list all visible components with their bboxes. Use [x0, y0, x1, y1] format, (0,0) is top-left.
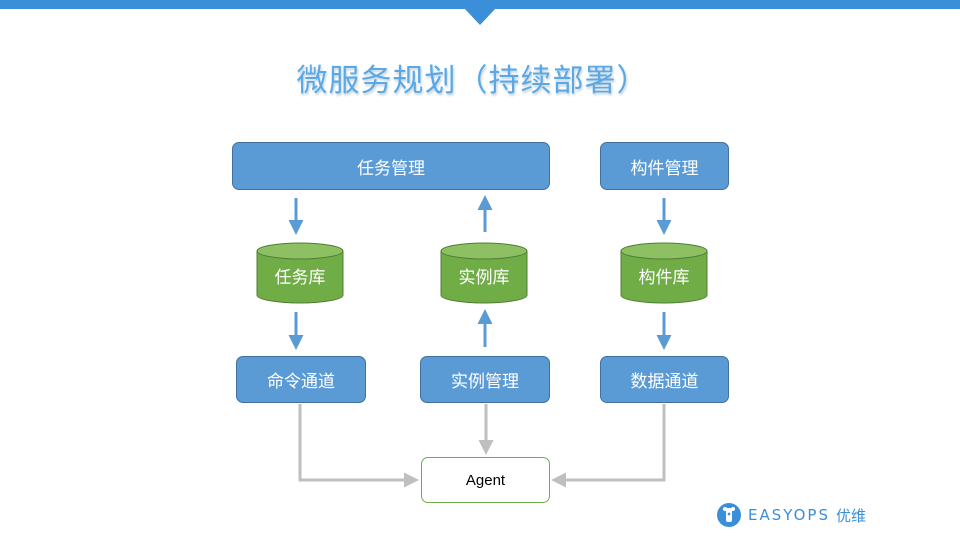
cylinder-icon — [620, 242, 708, 304]
arrow-data-to-agent — [551, 404, 666, 488]
data-channel-label: 数据通道 — [630, 372, 699, 392]
command-channel-box: 命令通道 — [236, 356, 366, 403]
component-db-label: 构件库 — [638, 268, 690, 288]
top-banner — [0, 0, 960, 9]
instance-management-box: 实例管理 — [420, 356, 550, 403]
giraffe-icon — [717, 503, 741, 527]
instance-db-label: 实例库 — [458, 268, 510, 288]
page-title: 微服务规划（持续部署） — [296, 63, 649, 99]
instance-db-cylinder: 实例库 — [440, 242, 528, 304]
logo-brand: EASYOPS — [748, 506, 830, 524]
agent-box: Agent — [421, 457, 550, 503]
task-management-box: 任务管理 — [232, 142, 550, 190]
data-channel-box: 数据通道 — [600, 356, 729, 403]
task-db-cylinder: 任务库 — [256, 242, 344, 304]
agent-label: Agent — [465, 471, 506, 489]
instance-management-label: 实例管理 — [451, 372, 519, 392]
component-management-box: 构件管理 — [600, 142, 729, 190]
cylinder-icon — [440, 242, 528, 304]
cylinder-icon — [256, 242, 344, 304]
task-db-label: 任务库 — [274, 268, 326, 288]
component-management-label: 构件管理 — [630, 158, 699, 179]
logo-cn: 优维 — [835, 506, 866, 525]
component-db-cylinder: 构件库 — [620, 242, 708, 304]
command-channel-label: 命令通道 — [267, 372, 335, 392]
easyops-logo: EASYOPS 优维 — [716, 502, 866, 528]
task-management-label: 任务管理 — [357, 158, 425, 179]
banner-notch — [464, 8, 496, 25]
arrow-command-to-agent — [298, 404, 419, 488]
